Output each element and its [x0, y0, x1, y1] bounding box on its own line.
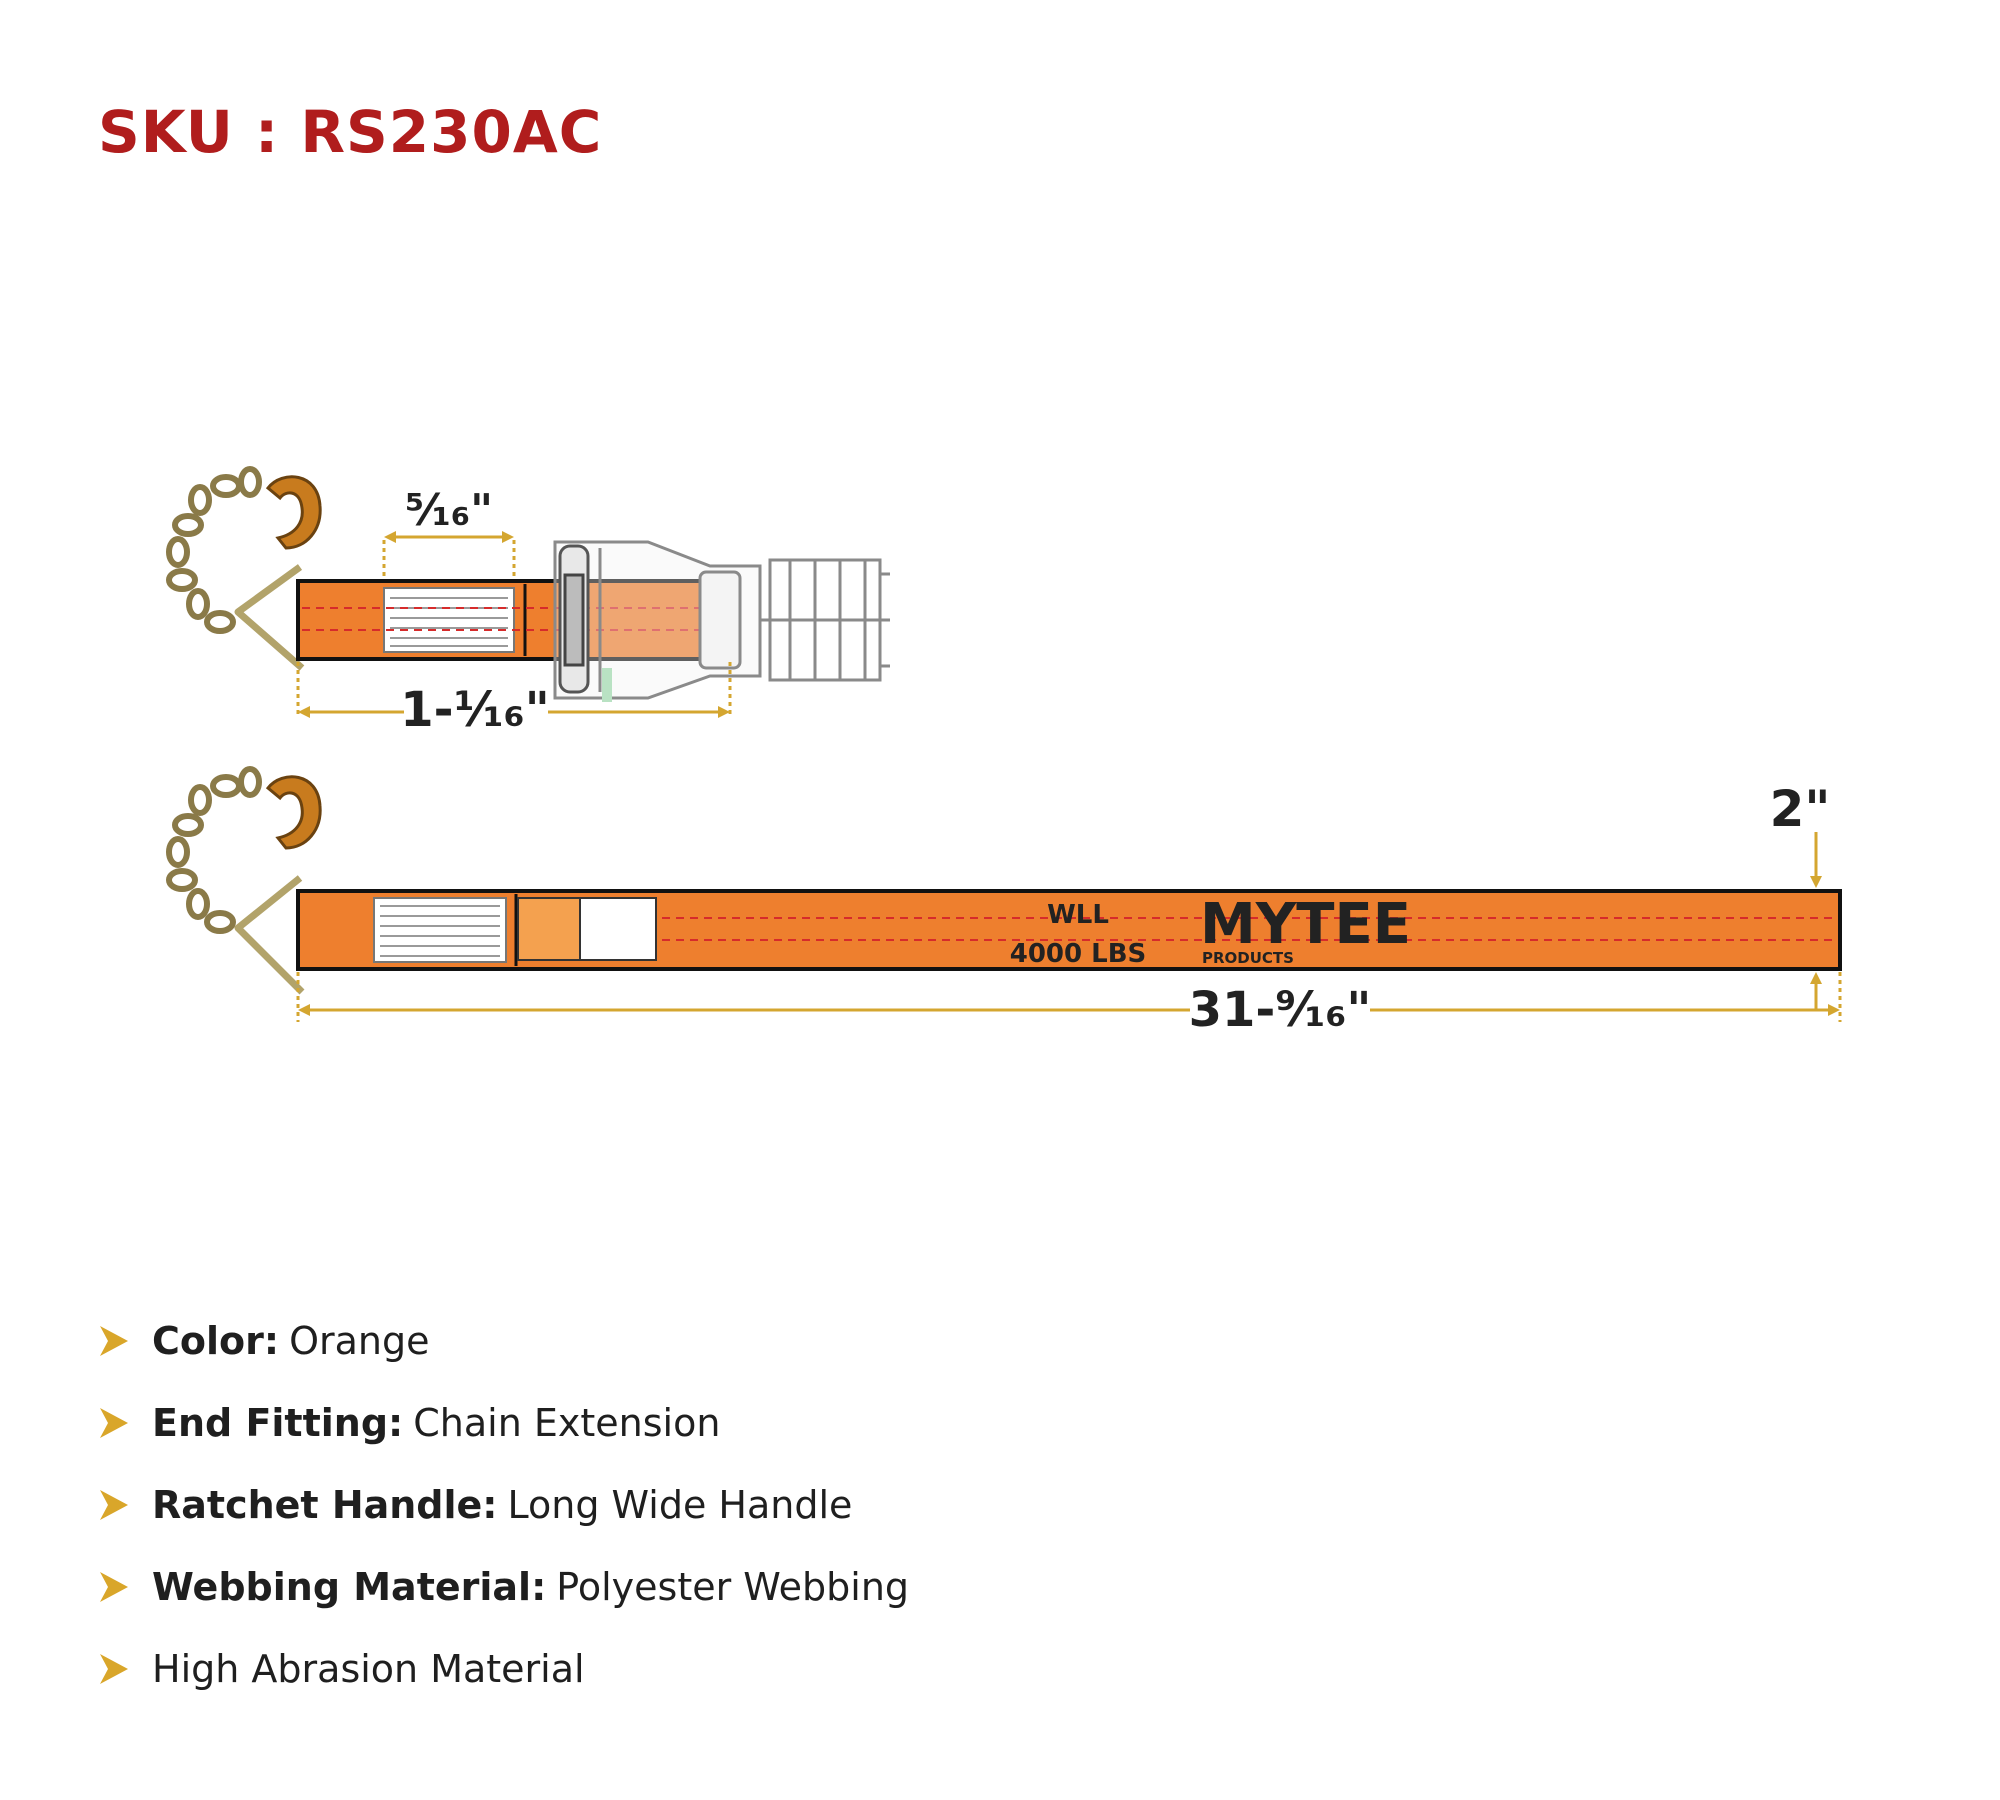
- spec-item-color: Color: Orange: [98, 1300, 909, 1382]
- chevron-right-icon: [100, 1408, 128, 1438]
- wll-label: WLL: [1047, 900, 1109, 930]
- strap-diagram: ⁵⁄₁₆" 1-¹⁄₁₆": [166, 466, 1842, 1038]
- chain-icon: [166, 766, 262, 934]
- spec-key: Webbing Material:: [152, 1565, 547, 1609]
- brand-logo-text: MYTEE: [1200, 892, 1411, 957]
- long-strap: WLL 4000 LBS MYTEE PRODUCTS 2" 31-⁹⁄₁₆": [166, 766, 1842, 1038]
- short-strap: ⁵⁄₁₆" 1-¹⁄₁₆": [166, 466, 890, 738]
- dim-width-label: 2": [1770, 780, 1831, 838]
- sku-title: SKU : RS230AC: [98, 98, 603, 166]
- spec-item-abrasion: High Abrasion Material: [98, 1628, 909, 1710]
- ratchet-icon: [553, 540, 890, 700]
- chevron-right-icon: [100, 1654, 128, 1684]
- spec-key: End Fitting:: [152, 1401, 404, 1445]
- dim-long-length-label: 31-⁹⁄₁₆": [1189, 982, 1372, 1038]
- spec-item-webbing-material: Webbing Material: Polyester Webbing: [98, 1546, 909, 1628]
- grab-hook-icon: [265, 475, 322, 550]
- spec-value: High Abrasion Material: [152, 1647, 585, 1691]
- spec-item-ratchet-handle: Ratchet Handle: Long Wide Handle: [98, 1464, 909, 1546]
- chain-icon: [166, 466, 262, 634]
- grab-hook-icon: [265, 775, 322, 850]
- spec-value: Long Wide Handle: [507, 1483, 853, 1527]
- spec-key: Color:: [152, 1319, 280, 1363]
- chevron-right-icon: [100, 1572, 128, 1602]
- spec-key: Ratchet Handle:: [152, 1483, 498, 1527]
- wll-value: 4000 LBS: [1010, 939, 1147, 969]
- dim-short-length-label: 1-¹⁄₁₆": [400, 682, 549, 738]
- spec-value: Polyester Webbing: [556, 1565, 910, 1609]
- brand-sub-text: PRODUCTS: [1202, 949, 1294, 967]
- delta-ring-icon: [234, 875, 305, 995]
- spec-value: Orange: [289, 1319, 430, 1363]
- delta-ring-icon: [234, 564, 305, 671]
- spec-item-end-fitting: End Fitting: Chain Extension: [98, 1382, 909, 1464]
- spec-value: Chain Extension: [413, 1401, 721, 1445]
- dim-tag-width-label: ⁵⁄₁₆": [405, 485, 493, 536]
- chevron-right-icon: [100, 1326, 128, 1356]
- chevron-right-icon: [100, 1490, 128, 1520]
- spec-list: Color: Orange End Fitting: Chain Extensi…: [98, 1300, 909, 1710]
